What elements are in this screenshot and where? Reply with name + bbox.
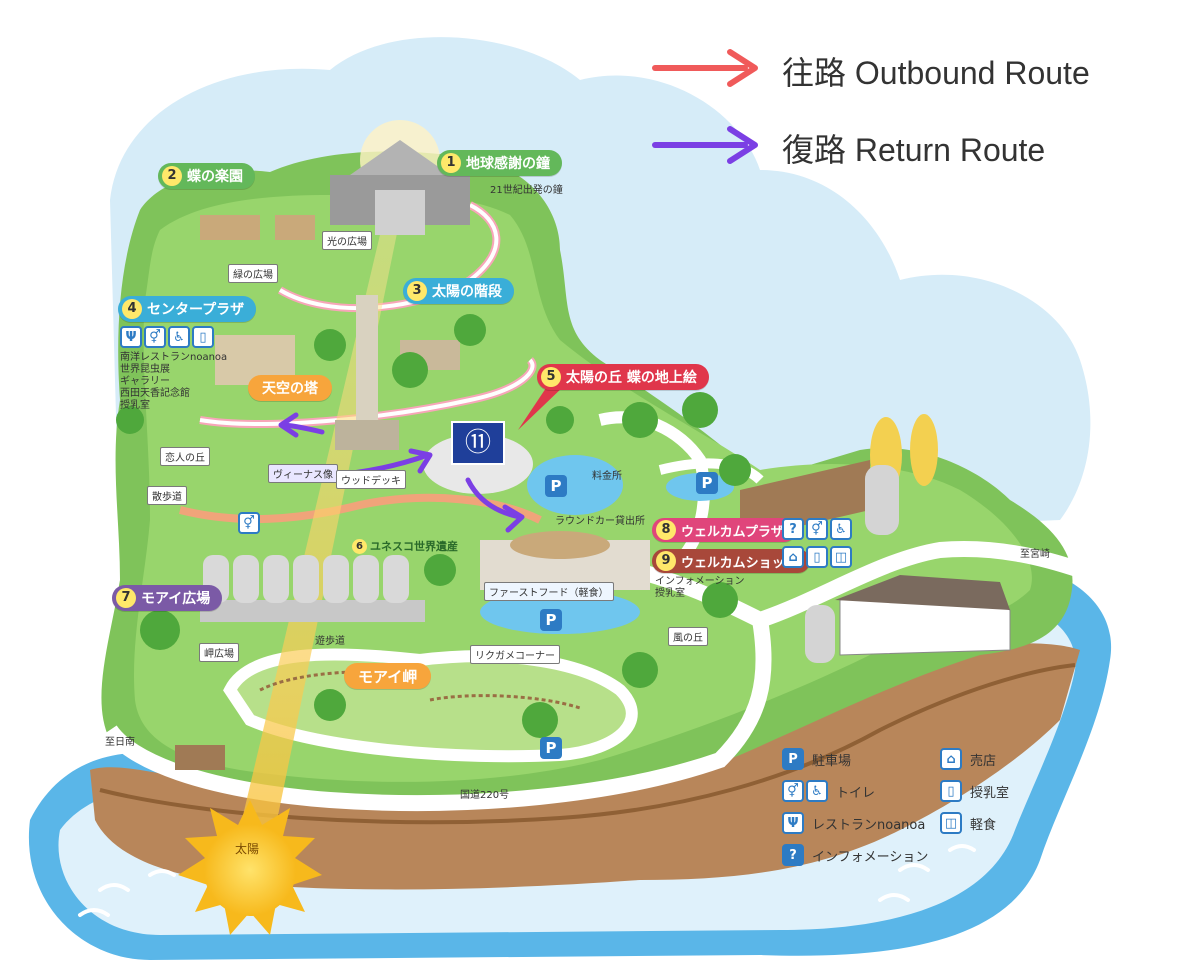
- shop-icon: ⌂: [940, 748, 962, 770]
- sky-tower: [356, 295, 378, 435]
- parking-icon: P: [782, 748, 804, 770]
- wheelchair-icon: ♿: [830, 518, 852, 540]
- roundcar-rental-tag: ラウンドカー貸出所: [555, 516, 645, 527]
- sun: [178, 800, 322, 935]
- cliff: [90, 643, 1080, 890]
- promenade-tag: 遊歩道: [315, 636, 345, 647]
- toilet-icon: ⚥: [782, 780, 804, 802]
- center-plaza-list: 南洋レストランnoanoa 世界昆虫展 ギャラリー 西田天香記念館 授乳室: [120, 352, 228, 411]
- toilet-icon: ⚥: [806, 518, 828, 540]
- legend-shop: ⌂売店: [940, 748, 996, 770]
- to-nichinan-tag: 至日南: [105, 737, 135, 748]
- venus-statue-tag: ヴィーナス像: [268, 464, 338, 483]
- moai-statues: [200, 555, 425, 622]
- pond-upper: [527, 455, 623, 515]
- legend-info: ?インフォメーション: [782, 844, 928, 866]
- return-route-to-roundcar: [465, 477, 523, 520]
- legend-nursing: ▯授乳室: [940, 780, 1009, 802]
- fast-food-tag: ファーストフード（軽食）: [484, 582, 614, 601]
- spot-11-marker[interactable]: ⑪: [451, 421, 505, 465]
- cape-plaza-tag: 岬広場: [199, 643, 239, 662]
- wood-deck-tag: ウッドデッキ: [336, 470, 406, 489]
- bottle-icon: ▯: [192, 326, 214, 348]
- toilet-icon: ⚥: [238, 512, 260, 534]
- waves: [78, 514, 1156, 917]
- restaurant-icon: Ψ: [120, 326, 142, 348]
- hikari-plaza-tag: 光の広場: [322, 231, 372, 250]
- walkway-tag: 散歩道: [147, 486, 187, 505]
- to-miyazaki-tag: 至宮崎: [1020, 549, 1050, 560]
- welcome-plaza-icons: ? ⚥ ♿: [782, 518, 854, 540]
- center-plaza-icons: Ψ ⚥ ♿ ▯: [120, 326, 216, 348]
- parking-marker[interactable]: P: [540, 609, 562, 631]
- shop-icon: ⌂: [782, 546, 804, 568]
- bottle-icon: ▯: [940, 780, 962, 802]
- moai-misaki-label[interactable]: モアイ岬: [344, 663, 432, 689]
- palm-trees: [116, 314, 751, 738]
- info-icon: ?: [782, 518, 804, 540]
- midori-plaza-tag: 緑の広場: [228, 264, 278, 283]
- sun-label: 太陽: [235, 842, 260, 856]
- tortoise-corner-tag: リクガメコーナー: [470, 645, 560, 664]
- spot-1-sub: 21世紀出発の鐘: [490, 185, 563, 196]
- info-icon: ?: [782, 844, 804, 866]
- wheelchair-icon: ♿: [168, 326, 190, 348]
- parking-marker[interactable]: P: [540, 737, 562, 759]
- outbound-legend-label: 往路 Outbound Route: [782, 55, 1090, 91]
- sky-tower-label[interactable]: 天空の塔: [248, 375, 332, 401]
- toilet-icon: ⚥: [144, 326, 166, 348]
- route-220-tag: 国道220号: [460, 790, 510, 801]
- legend-toilet: ⚥♿トイレ: [782, 780, 875, 802]
- cup-icon: ◫: [830, 546, 852, 568]
- cup-icon: ◫: [940, 812, 962, 834]
- wind-hill-tag: 風の丘: [668, 627, 708, 646]
- welcome-shop-icons: ⌂ ▯ ◫: [782, 546, 854, 568]
- wheelchair-icon: ♿: [806, 780, 828, 802]
- parking-marker[interactable]: P: [696, 472, 718, 494]
- info-nursing-tag: インフォメーション 授乳室: [655, 576, 745, 599]
- restaurant-icon: Ψ: [782, 812, 804, 834]
- lovers-hill-tag: 恋人の丘: [160, 447, 210, 466]
- parking-marker[interactable]: P: [545, 475, 567, 497]
- toll-gate-tag: 料金所: [592, 471, 622, 482]
- legend-snack: ◫軽食: [940, 812, 996, 834]
- bottle-icon: ▯: [806, 546, 828, 568]
- return-legend-label: 復路 Return Route: [782, 132, 1046, 168]
